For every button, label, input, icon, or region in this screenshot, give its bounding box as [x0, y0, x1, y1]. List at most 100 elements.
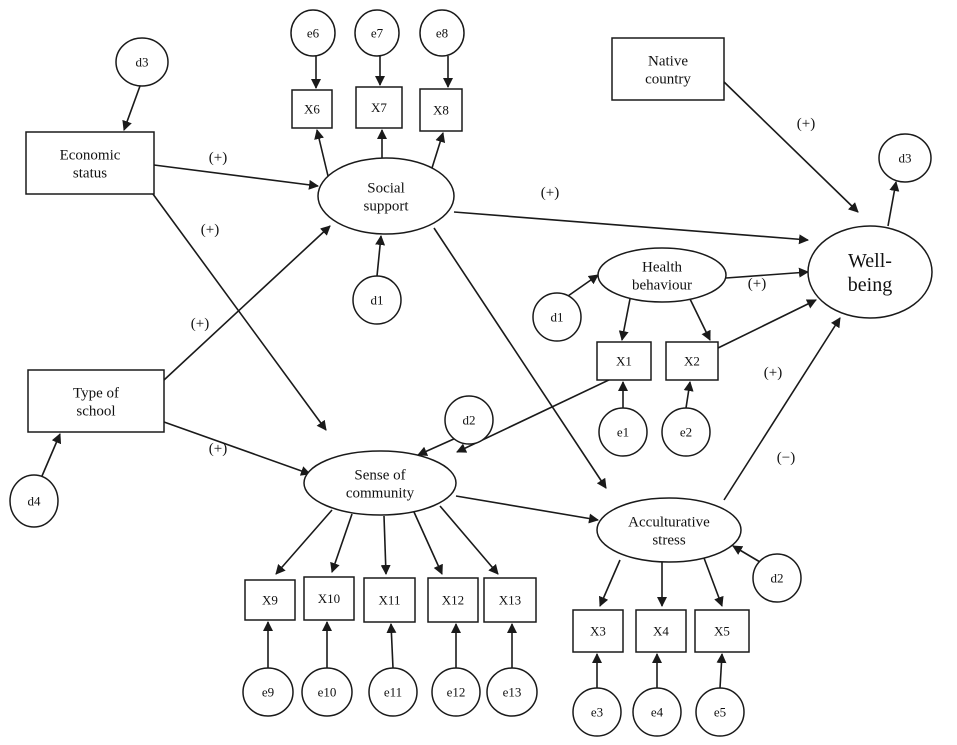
node-label: Economic: [60, 147, 121, 163]
edge-economic-to-community: [149, 189, 327, 431]
node-e1: e1: [598, 407, 648, 457]
node-label: status: [73, 165, 107, 181]
node-d2-community: d2: [444, 395, 494, 445]
edge-economic-to-social: [153, 164, 319, 190]
node-label: country: [645, 71, 691, 87]
node-e13: e13: [486, 667, 538, 717]
node-label: e3: [591, 705, 603, 720]
node-x4: X4: [635, 609, 687, 653]
edge-e2-to-x2: [683, 381, 694, 409]
edge-x2-to-wellbeing: [717, 299, 817, 349]
node-ellipse: [532, 292, 582, 342]
node-ellipse: [572, 687, 622, 737]
node-label: e6: [307, 26, 320, 41]
node-label: d4: [28, 494, 42, 509]
node-ellipse: [695, 687, 745, 737]
node-label: X1: [616, 354, 632, 369]
node-box: [694, 609, 750, 653]
edge-labels-layer: (+)(+)(+)(+)(+)(+)(+)(+)(−): [191, 116, 815, 466]
edge-label-type-school-to-community: (+): [209, 441, 227, 457]
node-x7: X7: [355, 86, 403, 129]
node-box: [665, 341, 719, 381]
edge-label-social-to-wellbeing: (+): [541, 185, 559, 201]
node-box: [483, 577, 537, 623]
node-box: [427, 577, 479, 623]
node-box: [244, 579, 296, 621]
node-label: Social: [367, 180, 405, 196]
edge-social-to-stress: [433, 227, 607, 489]
node-box: [572, 609, 624, 653]
node-label: X11: [379, 593, 401, 608]
node-d3-wellbeing: d3: [878, 133, 932, 183]
edge-d1-health-to-health: [567, 274, 599, 297]
node-label: d3: [899, 151, 912, 166]
node-label: e9: [262, 685, 274, 700]
node-x5: X5: [694, 609, 750, 653]
edge-label-native-to-wellbeing: (+): [797, 116, 815, 132]
node-ellipse: [632, 687, 682, 737]
edge-type-school-to-community: [163, 421, 311, 476]
node-x11: X11: [363, 577, 416, 623]
edge-d1-social-to-social: [375, 235, 386, 277]
edge-community-to-x11: [380, 515, 391, 575]
node-label: e8: [436, 26, 448, 41]
node-x6: X6: [291, 89, 333, 129]
node-ellipse: [301, 667, 353, 717]
edge-stress-to-wellbeing: [723, 317, 841, 501]
edge-community-to-x12: [413, 511, 443, 575]
node-ellipse: [419, 9, 465, 57]
node-ellipse: [431, 667, 481, 717]
node-label: support: [364, 198, 410, 214]
node-ellipse: [354, 9, 400, 57]
node-ellipse: [486, 667, 538, 717]
edge-social-to-x6: [314, 129, 329, 177]
node-e9: e9: [242, 667, 294, 717]
node-e11: e11: [368, 667, 418, 717]
node-ellipse: [444, 395, 494, 445]
edge-social-to-x8: [431, 132, 446, 169]
node-label: e5: [714, 705, 726, 720]
edge-e5-to-x5: [716, 653, 727, 689]
edge-stress-to-x3: [599, 559, 621, 607]
node-ellipse: [303, 450, 457, 516]
node-e12: e12: [431, 667, 481, 717]
node-e8: e8: [419, 9, 465, 57]
node-ellipse: [115, 37, 169, 87]
node-box: [635, 609, 687, 653]
node-box: [25, 131, 155, 195]
node-label: e7: [371, 26, 384, 41]
node-native: Native country: [611, 37, 725, 101]
node-ellipse: [878, 133, 932, 183]
node-label: Native: [648, 53, 688, 69]
node-ellipse: [9, 474, 59, 528]
node-ellipse: [317, 157, 455, 235]
node-e7: e7: [354, 9, 400, 57]
edge-label-economic-to-community: (+): [201, 222, 219, 238]
node-label: school: [76, 403, 115, 419]
node-box: [303, 576, 355, 621]
node-label: Health: [642, 259, 682, 275]
node-label: d1: [551, 310, 564, 325]
edge-label-stress-to-wellbeing: (−): [777, 450, 795, 466]
node-ellipse: [597, 247, 727, 303]
node-box: [363, 577, 416, 623]
node-label: X12: [442, 593, 464, 608]
edge-e11-to-x11: [386, 623, 397, 669]
node-label: d2: [771, 571, 784, 586]
node-x2: X2: [665, 341, 719, 381]
node-x1: X1: [596, 341, 652, 381]
node-e2: e2: [661, 407, 711, 457]
node-ellipse: [752, 553, 802, 603]
edge-d2-stress-to-stress: [732, 545, 761, 563]
node-label: Well-: [848, 250, 892, 272]
node-label: being: [848, 274, 892, 296]
node-label: e13: [503, 685, 522, 700]
edge-d2-community-to-community: [417, 437, 457, 456]
node-label: X10: [318, 591, 340, 606]
edge-community-to-x13: [439, 505, 499, 575]
node-x8: X8: [419, 88, 463, 132]
